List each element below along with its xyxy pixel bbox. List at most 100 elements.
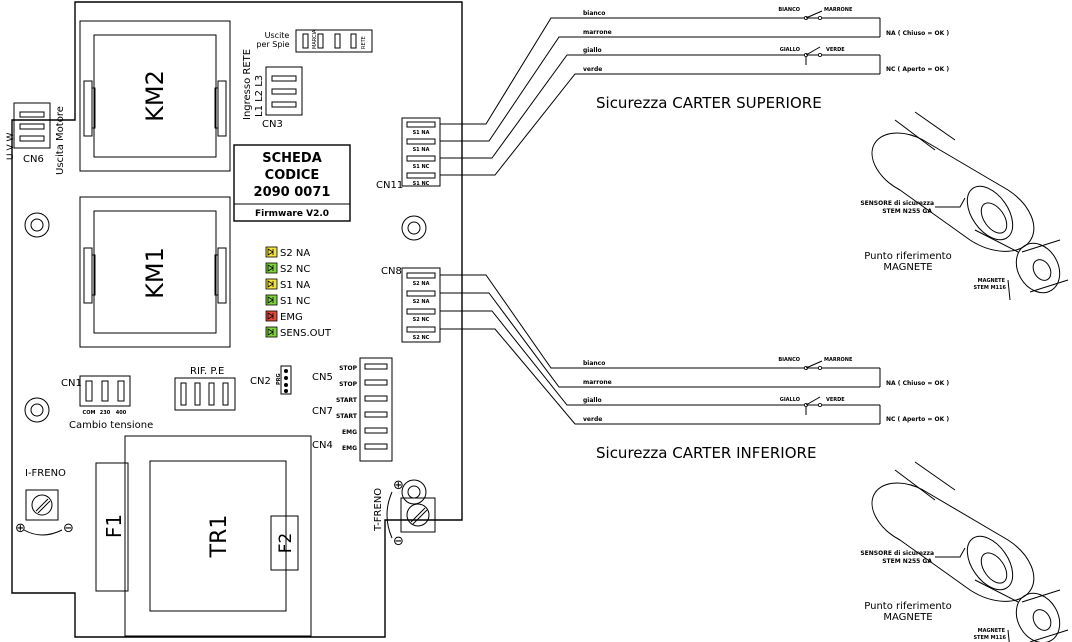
cn11-label: CN11 <box>376 180 403 191</box>
connector-rif-pe: RIF. P.E <box>174 366 236 411</box>
relay-km2: KM2 <box>79 20 231 172</box>
led-label: SENS.OUT <box>280 328 332 339</box>
pin-label: S2 NA <box>413 299 430 305</box>
wire-label: giallo <box>583 397 602 404</box>
sensor-body <box>871 111 1035 252</box>
ref-label: Punto riferimento <box>864 251 951 262</box>
connector-cn1: CN1 COM 230 400 Cambio tensione <box>61 375 153 431</box>
i-freno-label: I-FRENO <box>25 468 66 479</box>
cn1-pin-com: COM <box>83 410 96 416</box>
km1-label: KM1 <box>141 247 169 299</box>
i-freno-plus: ⊕ <box>15 521 26 536</box>
connector-cn6: CN6 U V W Uscita Motore <box>6 102 66 175</box>
sensor-model: STEM N255 GA <box>882 558 932 565</box>
led-2: S2 NC <box>265 262 310 275</box>
wire-label: giallo <box>583 47 602 54</box>
uscite-label: Uscite <box>265 31 290 40</box>
cn4-label: CN4 <box>312 440 333 451</box>
wire-label: bianco <box>583 10 605 17</box>
switch-label: VERDE <box>826 47 845 53</box>
trimmer-i-freno: I-FRENO ⊕ ⊖ <box>15 468 74 536</box>
wire-label: marrone <box>583 29 612 36</box>
switch-label: VERDE <box>826 397 845 403</box>
pin-label: S2 NA <box>413 281 430 287</box>
f1-label: F1 <box>102 514 126 538</box>
mounting-holes <box>24 212 427 505</box>
pin-label: S1 NA <box>413 147 430 153</box>
ref-label: MAGNETE <box>883 262 932 273</box>
led-4: S1 NC <box>265 294 310 307</box>
led-5: EMG <box>265 310 303 323</box>
switch-label: BIANCO <box>778 7 800 13</box>
title-line-2: CODICE <box>265 168 320 183</box>
led-label: S2 NC <box>280 264 310 275</box>
title-line-1: SCHEDA <box>262 151 322 166</box>
cmd-pin-label: EMG <box>342 445 357 452</box>
cambio-tensione-label: Cambio tensione <box>69 420 153 431</box>
magnet-model: STEM M116 <box>973 635 1006 641</box>
wire-label: bianco <box>583 360 605 367</box>
t-freno-label: T-FRENO <box>373 488 384 532</box>
f2-label: F2 <box>276 533 296 554</box>
pin-label: S2 NC <box>413 335 430 341</box>
cmd-pin-label: STOP <box>339 365 358 372</box>
title-line-3: 2090 0071 <box>254 185 331 200</box>
led-label: S1 NC <box>280 296 310 307</box>
state-nc-label: NC ( Aperto = OK ) <box>886 416 949 423</box>
cn1-pin-230: 230 <box>100 410 111 416</box>
led-label: S2 NA <box>280 248 310 259</box>
per-spie-label: per Spie <box>256 40 289 49</box>
connector-cn3: CN3 Ingresso RETE L1 L2 L3 <box>242 49 303 130</box>
switch-label: BIANCO <box>778 357 800 363</box>
transformer-tr1: TR1 <box>124 435 312 637</box>
connector-cn2: CN2 PRG <box>250 365 292 395</box>
pin-label: S2 NC <box>413 317 430 323</box>
led-3: S1 NA <box>265 278 310 291</box>
cmd-pin-label: EMG <box>342 429 357 436</box>
pin-label: S1 NC <box>413 181 430 187</box>
wire-label: marrone <box>583 379 612 386</box>
led-list: S2 NA S2 NC S1 NA S1 NC EMG SENS.OUT <box>265 246 332 339</box>
relay-km1: KM1 <box>79 196 231 348</box>
switch-label: GIALLO <box>780 397 800 403</box>
connector-cn11: S1 NA S1 NA S1 NC S1 NC CN11 <box>376 117 441 191</box>
cn8-label: CN8 <box>381 266 402 277</box>
l123-label: L1 L2 L3 <box>254 75 265 117</box>
cmd-pin-label: START <box>336 397 358 404</box>
sensor-label: SENSORE di sicurezza <box>860 200 934 207</box>
cmd-pin-label: STOP <box>339 381 358 388</box>
magnet-label: MAGNETE <box>978 628 1006 634</box>
magnet-body <box>1007 589 1069 642</box>
ref-label: MAGNETE <box>883 612 932 623</box>
t-freno-minus: ⊖ <box>393 534 404 549</box>
sensor-label: SENSORE di sicurezza <box>860 550 934 557</box>
pin-label: S1 NA <box>413 130 430 136</box>
i-freno-minus: ⊖ <box>63 521 74 536</box>
pin-label: S1 NC <box>413 164 430 170</box>
cmd-pin-label: START <box>336 413 358 420</box>
sensor-model: STEM N255 GA <box>882 208 932 215</box>
connector-spie: Uscite per Spie MARCIA RETE <box>256 29 373 53</box>
switch-label: GIALLO <box>780 47 800 53</box>
magnet-label: MAGNETE <box>978 278 1006 284</box>
led-label: EMG <box>280 312 303 323</box>
switch-label: MARRONE <box>824 7 853 13</box>
fuse-f1: F1 <box>95 462 129 592</box>
spie-rete: RETE <box>361 36 367 49</box>
ref-label: Punto riferimento <box>864 601 951 612</box>
spie-marcia: MARCIA <box>312 29 318 49</box>
rif-pe-label: RIF. P.E <box>190 366 224 377</box>
cn1-label: CN1 <box>61 378 82 389</box>
cn1-pin-400: 400 <box>116 410 127 416</box>
led-1: S2 NA <box>265 246 310 259</box>
led-6: SENS.OUT <box>265 326 332 339</box>
board-title-box: SCHEDA CODICE 2090 0071 Firmware V2.0 <box>233 144 351 222</box>
tr1-label: TR1 <box>207 515 232 559</box>
cn7-label: CN7 <box>312 406 333 417</box>
safety-title: Sicurezza CARTER SUPERIORE <box>596 94 822 112</box>
t-freno-plus: ⊕ <box>393 478 404 493</box>
